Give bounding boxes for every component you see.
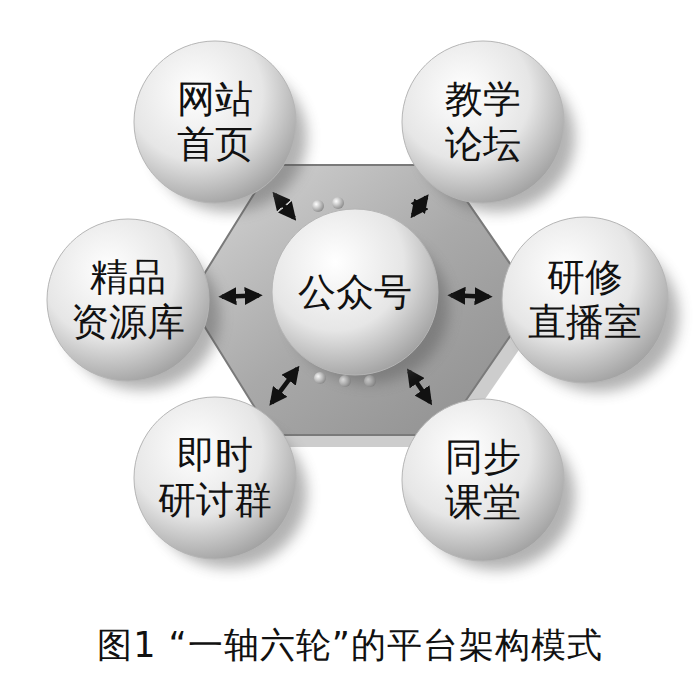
double-arrow — [409, 371, 430, 402]
figure-caption: 图1 “一轴六轮”的平台架构模式 — [0, 622, 700, 669]
node-label: 研修 直播室 — [526, 255, 644, 345]
sphere-body — [402, 399, 564, 561]
double-arrow — [451, 295, 489, 296]
sphere-body — [47, 219, 209, 381]
sphere-body — [502, 217, 668, 383]
wheel-sphere: 研修 直播室 — [501, 216, 669, 384]
wheel-sphere: 同步 课堂 — [401, 398, 565, 562]
node-label: 即时 研讨群 — [156, 433, 274, 523]
sphere-body — [272, 209, 438, 375]
wheel-sphere: 即时 研讨群 — [133, 396, 297, 560]
node-label: 教学 论坛 — [424, 77, 542, 167]
double-arrow — [222, 295, 259, 296]
wheel-sphere: 网站 首页 — [133, 40, 297, 204]
double-arrow — [272, 369, 298, 403]
wheel-sphere: 精品 资源库 — [46, 218, 210, 382]
node-label: 精品 资源库 — [69, 255, 187, 345]
double-arrow — [275, 195, 294, 218]
wheel-sphere: 教学 论坛 — [401, 40, 565, 204]
node-label: 同步 课堂 — [424, 435, 542, 525]
hub-sphere: 公众号 — [271, 208, 439, 376]
double-arrow — [413, 197, 427, 215]
node-label: 公众号 — [296, 270, 414, 315]
sphere-body — [402, 41, 564, 203]
sphere-body — [134, 41, 296, 203]
node-label: 网站 首页 — [156, 77, 274, 167]
sphere-body — [134, 397, 296, 559]
